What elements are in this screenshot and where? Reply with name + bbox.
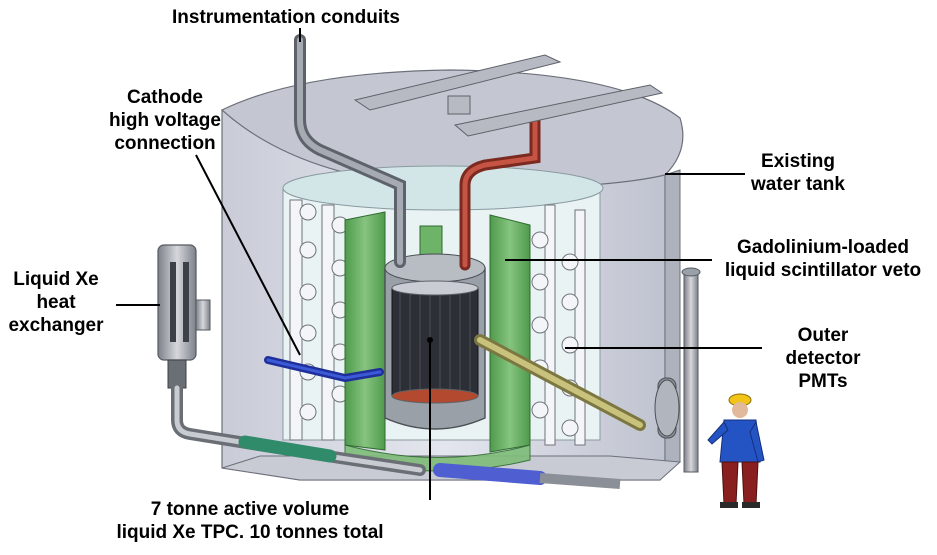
label-tpc-line-2: liquid Xe TPC. 10 tonnes total: [116, 522, 384, 543]
label-hx-line-1: Liquid Xe: [13, 269, 99, 290]
label-heat-exchanger: Liquid Xe heat exchanger: [4, 268, 108, 337]
callout-lines: [116, 28, 762, 500]
label-pmts-line-2: detector: [785, 348, 861, 369]
label-instrumentation-conduits: Instrumentation conduits: [172, 6, 400, 29]
label-hx-line-2: heat: [36, 292, 76, 313]
right-piping: [654, 267, 701, 473]
label-water-tank: Existing water tank: [738, 150, 858, 196]
worker-figure: [707, 393, 765, 508]
label-cathode-line-2: high voltage: [109, 110, 221, 131]
label-instrumentation-line-1: Instrumentation conduits: [172, 7, 400, 28]
label-pmts-line-3: PMTs: [798, 371, 848, 392]
label-hx-line-3: exchanger: [8, 315, 104, 336]
label-cathode-line-3: connection: [114, 133, 216, 154]
label-veto-line-2: liquid scintillator veto: [724, 260, 922, 281]
top-support-beams: [353, 54, 664, 137]
olive-conduit: [474, 334, 646, 431]
label-pmts-line-1: Outer: [797, 325, 849, 346]
heat-exchanger: [157, 244, 211, 389]
label-cathode-line-1: Cathode: [127, 87, 203, 108]
label-outer-pmts: Outer detector PMTs: [768, 324, 878, 393]
leader-cathode: [195, 154, 301, 356]
label-cathode-hv: Cathode high voltage connection: [105, 86, 225, 155]
label-veto-line-1: Gadolinium-loaded: [736, 237, 910, 258]
outer-detector-pmts-left: [289, 199, 349, 441]
label-water-tank-line-2: water tank: [751, 174, 845, 195]
tpc-active-volume: [391, 280, 479, 404]
label-tpc: 7 tonne active volume liquid Xe TPC. 10 …: [100, 498, 400, 544]
label-water-tank-line-1: Existing: [761, 151, 835, 172]
cathode-hv-conduit: [264, 356, 384, 383]
label-tpc-line-1: 7 tonne active volume: [150, 499, 350, 520]
instrumentation-conduits: [294, 34, 406, 268]
copper-conduit: [459, 114, 541, 271]
xe-transfer-piping: [171, 382, 621, 489]
label-scintillator-veto: Gadolinium-loaded liquid scintillator ve…: [712, 236, 934, 282]
